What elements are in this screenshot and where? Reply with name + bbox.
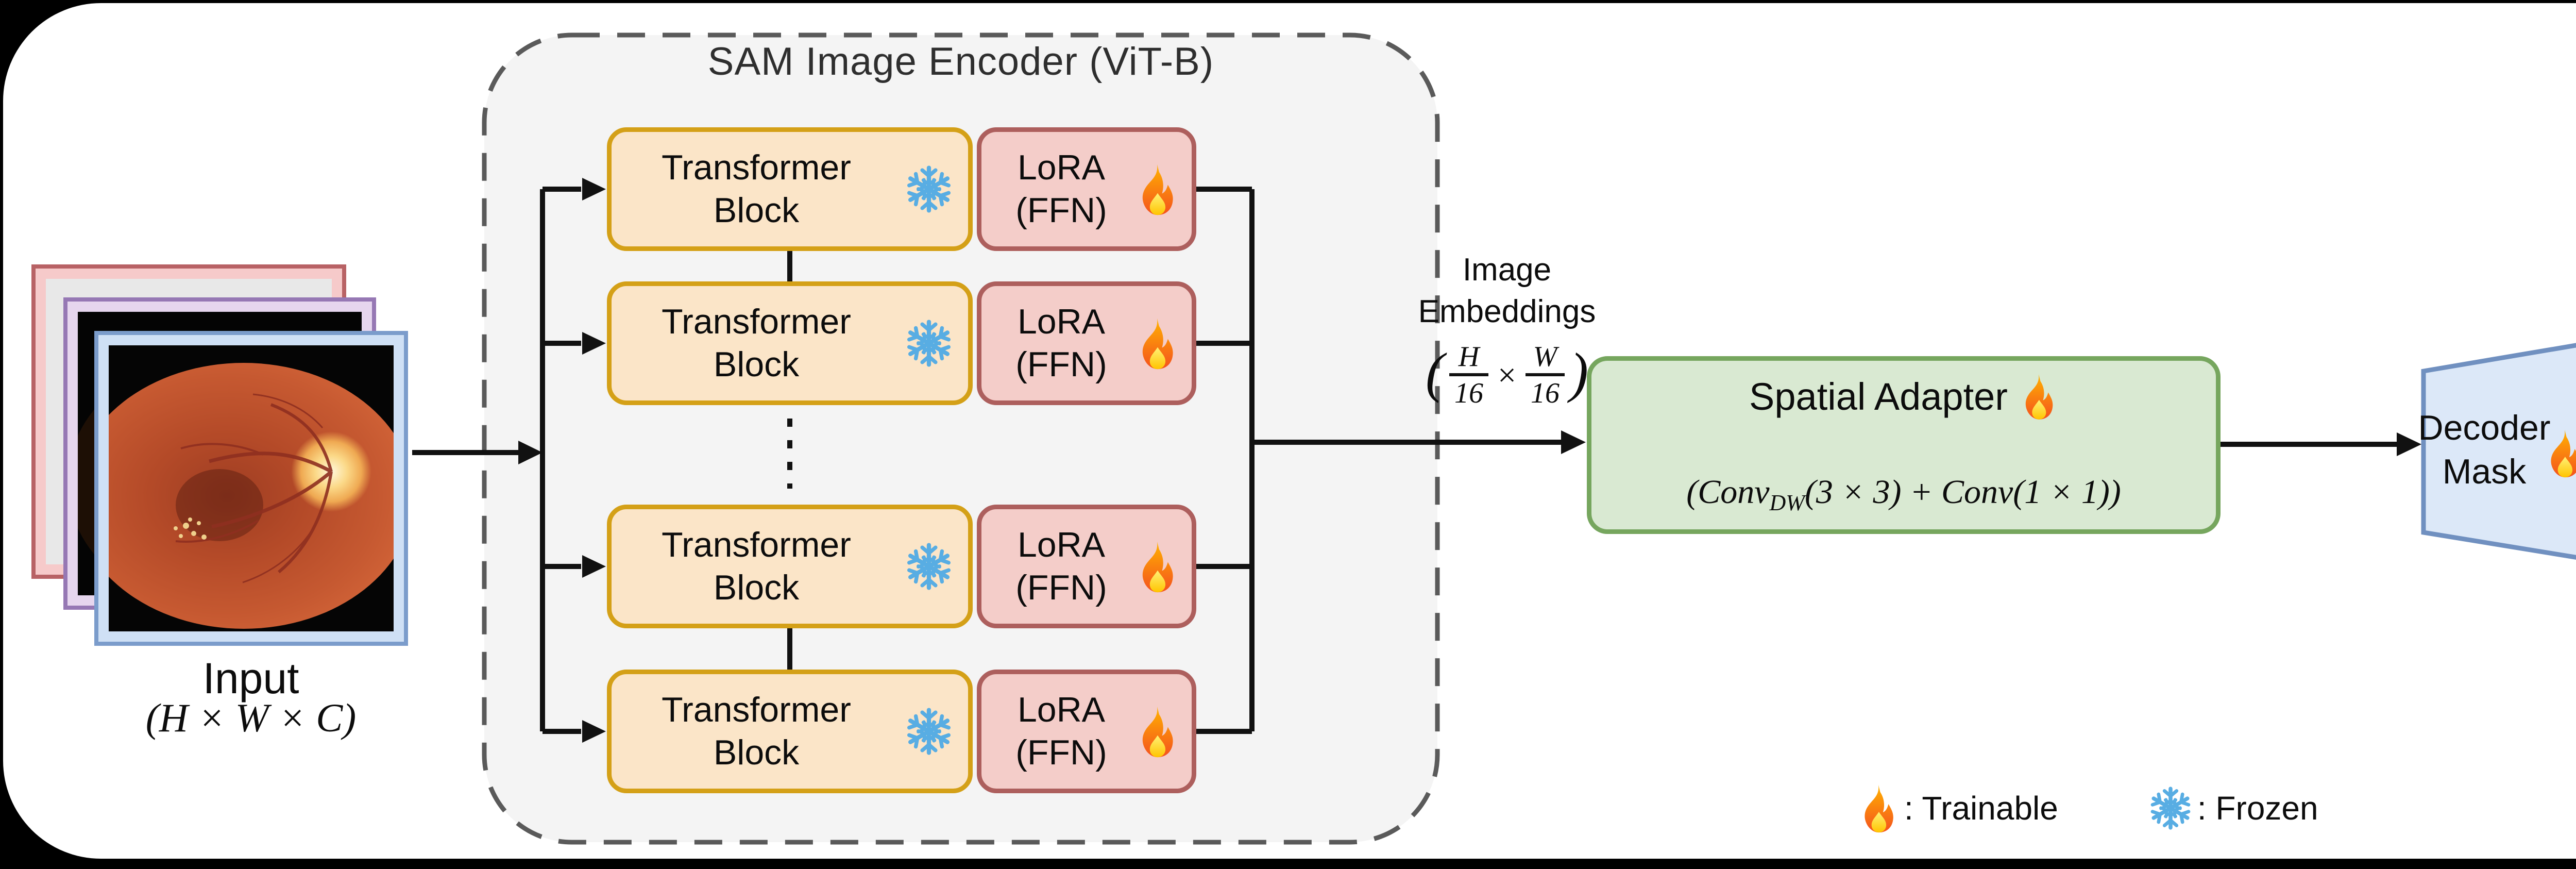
flame-icon bbox=[1142, 706, 1173, 758]
encoder-title: SAM Image Encoder (ViT-B) bbox=[707, 40, 1214, 83]
input-dims-math: (H × W × C) bbox=[145, 695, 357, 740]
fundus-photo bbox=[109, 345, 394, 631]
arrow-heads bbox=[518, 178, 2421, 743]
lora-block-label: LoRA (FFN) bbox=[1015, 148, 1107, 230]
legend-frozen-label: : Frozen bbox=[2197, 790, 2318, 827]
arrow-lines bbox=[412, 187, 2397, 734]
lora-block-label: LoRA (FFN) bbox=[1015, 525, 1107, 607]
decoder-mask-label: Decoder Mask bbox=[2418, 408, 2551, 491]
lora-block-1: LoRA (FFN) bbox=[977, 127, 1196, 251]
spatial-adapter-formula: (ConvDW(3 × 3) + Conv(1 × 1)) bbox=[1686, 473, 2121, 515]
snowflake-icon bbox=[905, 165, 953, 213]
snowflake-icon bbox=[905, 708, 953, 755]
flame-icon bbox=[1865, 784, 1893, 833]
lora-block-3: LoRA (FFN) bbox=[977, 505, 1196, 628]
transformer-block-label: Transformer Block bbox=[662, 690, 851, 772]
lora-block-4: LoRA (FFN) bbox=[977, 670, 1196, 793]
transformer-block-3: Transformer Block bbox=[607, 505, 973, 628]
transformer-block-label: Transformer Block bbox=[662, 525, 851, 607]
times-sign: × bbox=[1497, 357, 1517, 393]
paren-close: ) bbox=[1570, 342, 1589, 404]
decoder-trapezoid bbox=[2421, 343, 2576, 560]
transformer-block-label: Transformer Block bbox=[662, 302, 851, 384]
transformer-block-2: Transformer Block bbox=[607, 281, 973, 405]
input-image-front bbox=[94, 331, 408, 646]
image-embeddings-label: Image Embeddings bbox=[1418, 252, 1596, 329]
transformer-block-label: Transformer Block bbox=[662, 148, 851, 230]
input-label: Input bbox=[202, 654, 299, 703]
image-embeddings-math: ( H 16 × W 16 ) bbox=[1352, 334, 1662, 416]
fraction-h-16: H 16 bbox=[1449, 341, 1488, 409]
paren-open: ( bbox=[1425, 342, 1444, 404]
fraction-w-16: W 16 bbox=[1526, 341, 1565, 409]
lora-block-label: LoRA (FFN) bbox=[1015, 690, 1107, 772]
flame-icon bbox=[1142, 318, 1173, 370]
legend: : Trainable : Frozen bbox=[1858, 777, 2318, 839]
snowflake-icon bbox=[2149, 787, 2192, 830]
flame-icon bbox=[2551, 429, 2576, 478]
exudate-spots bbox=[174, 517, 207, 540]
flame-icon bbox=[1142, 541, 1173, 593]
spatial-adapter-box: Spatial Adapter (ConvDW(3 × 3) + Conv(1 … bbox=[1587, 356, 2221, 534]
transformer-block-1: Transformer Block bbox=[607, 127, 973, 251]
lora-block-2: LoRA (FFN) bbox=[977, 281, 1196, 405]
legend-trainable-label: : Trainable bbox=[1904, 790, 2058, 827]
snowflake-icon bbox=[905, 543, 953, 590]
lora-block-label: LoRA (FFN) bbox=[1015, 302, 1107, 384]
flame-icon bbox=[1142, 164, 1173, 215]
snowflake-icon bbox=[905, 320, 953, 367]
flame-icon bbox=[2025, 374, 2053, 420]
transformer-block-4: Transformer Block bbox=[607, 670, 973, 793]
spatial-adapter-title: Spatial Adapter bbox=[1591, 368, 2216, 425]
